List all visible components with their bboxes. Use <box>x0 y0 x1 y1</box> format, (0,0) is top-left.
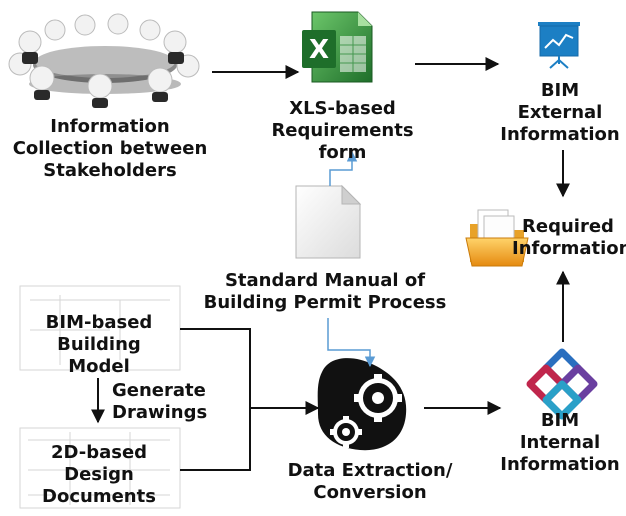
label-bim-external-information: BIM External Information <box>500 80 620 145</box>
ifc-logo-icon <box>526 348 598 420</box>
meeting-table-icon <box>8 13 200 108</box>
label-required-information: Required Information <box>512 216 626 259</box>
label-xls-requirements-form: XLS-based Requirements form <box>271 98 414 163</box>
presentation-board-icon <box>538 22 580 69</box>
label-bim-internal-information: BIM Internal Information <box>500 410 620 475</box>
label-bim-building-model: BIM-based Building Model <box>45 312 153 377</box>
label-information-collection: Information Collection between Stakehold… <box>12 116 208 181</box>
arrow-model-to-extraction <box>180 328 320 415</box>
gears-icon <box>317 358 407 451</box>
arrow-manual-to-xls <box>329 150 358 186</box>
label-data-extraction: Data Extraction/ Conversion <box>287 460 453 503</box>
svg-text:X: X <box>309 35 329 65</box>
folder-icon <box>465 209 529 267</box>
flow-arrows <box>91 57 570 471</box>
blue-arrows <box>327 150 376 368</box>
label-2d-design-documents: 2D-based Design Documents <box>42 442 156 507</box>
blank-document-icon <box>295 184 362 259</box>
arrow-docs-to-extraction <box>180 408 251 471</box>
label-generate-drawings: Generate Drawings <box>112 380 208 423</box>
label-standard-manual: Standard Manual of Building Permit Proce… <box>203 270 447 313</box>
drawing-sheet-background <box>19 285 181 509</box>
excel-file-icon: X <box>302 11 373 83</box>
arrow-manual-to-extraction <box>327 318 376 368</box>
